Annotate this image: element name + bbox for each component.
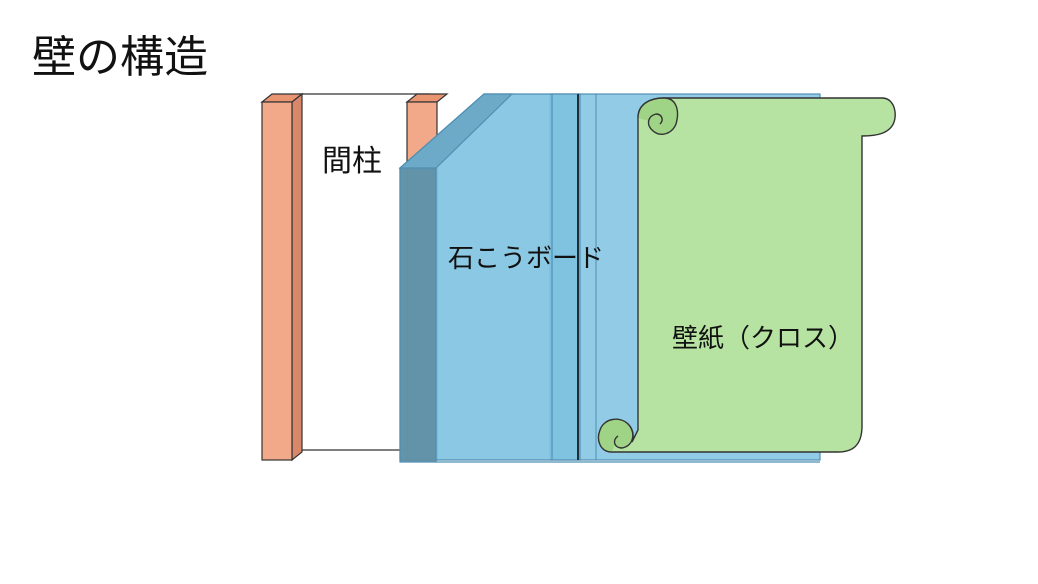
stud-left [260, 92, 304, 462]
gypsum-board-label: 石こうボード [448, 244, 605, 274]
wallpaper [597, 97, 896, 453]
wallpaper-label: 壁紙（クロス） [672, 324, 855, 354]
stud-cavity [298, 93, 430, 451]
stud-label: 間柱 [322, 144, 382, 179]
page-title: 壁の構造 [32, 32, 208, 83]
